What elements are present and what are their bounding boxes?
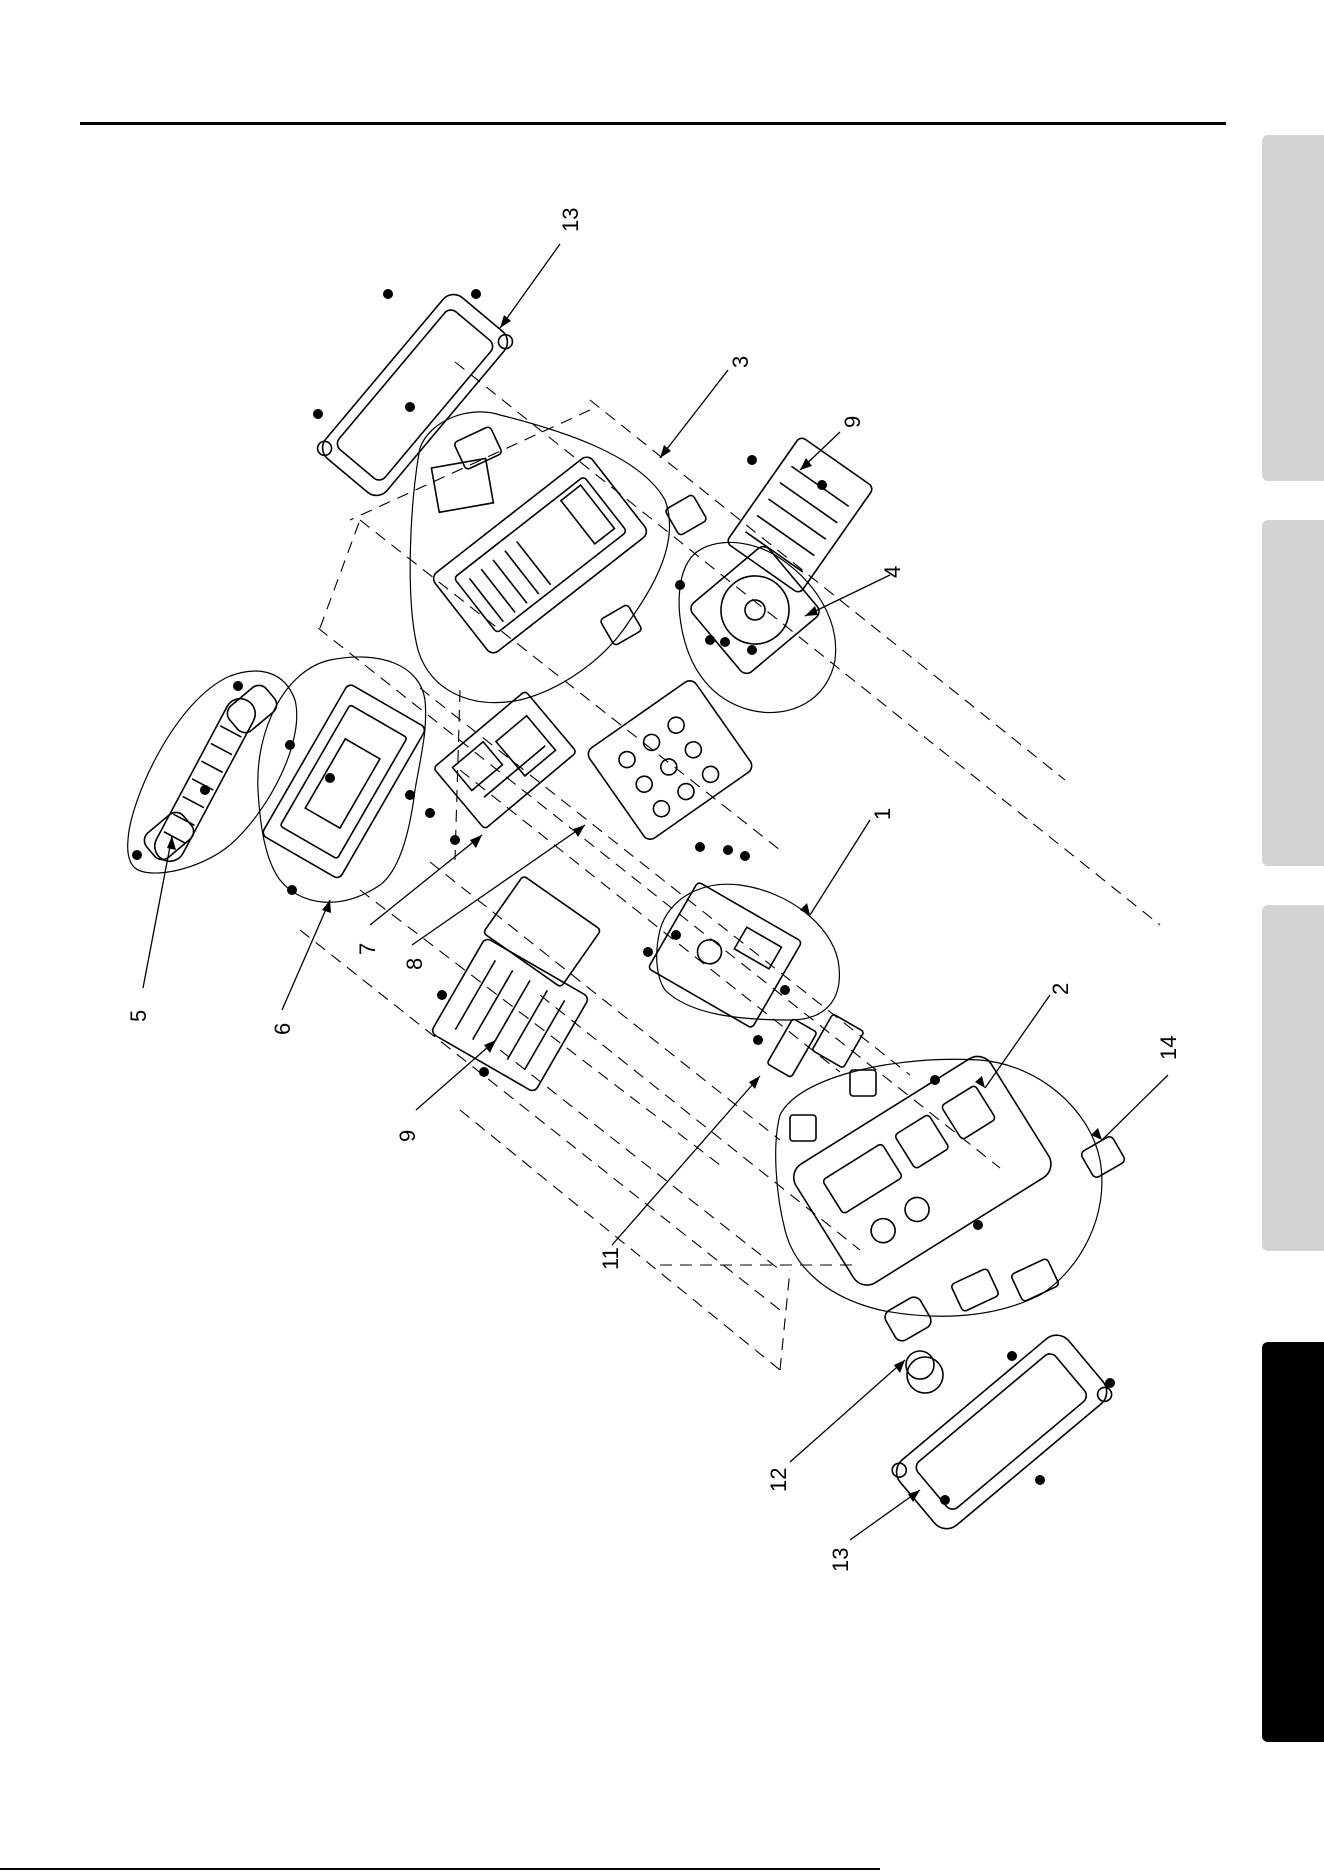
leader-lines <box>143 244 1168 1540</box>
part-5-handle <box>150 693 261 866</box>
callout-7: 7 <box>355 943 380 955</box>
alignment-lines <box>300 362 1160 1370</box>
part-9-grille-left <box>431 937 590 1092</box>
callout-6: 6 <box>270 1023 295 1035</box>
part-2-outlet-b <box>1011 1258 1060 1302</box>
callouts: 13 3 9 4 1 2 14 5 6 7 8 9 11 12 13 <box>126 208 1181 1572</box>
callout-14: 14 <box>1156 1036 1181 1060</box>
part-7-inverter-module <box>433 691 576 829</box>
part-14-foot <box>1080 1135 1126 1179</box>
part-3-bracket-b <box>600 604 643 646</box>
callout-13-bottom: 13 <box>828 1548 853 1572</box>
part-3-panel <box>431 458 493 512</box>
part-5-end-cap-a <box>223 681 280 736</box>
callout-13-top: 13 <box>558 208 583 232</box>
screws <box>132 289 1115 1505</box>
part-13-top-bumper <box>315 287 516 503</box>
part-2-front-housing <box>788 1050 1057 1291</box>
part-11-bracket <box>812 1014 864 1068</box>
callout-1: 1 <box>870 808 895 820</box>
callout-8: 8 <box>402 958 427 970</box>
callout-9-right: 9 <box>840 416 865 428</box>
part-1-circuit-board <box>648 882 802 1029</box>
part-3-housing <box>430 454 649 656</box>
callout-12: 12 <box>766 1468 791 1492</box>
part-13-bottom-bumper <box>889 1328 1114 1537</box>
callout-2: 2 <box>1048 983 1073 995</box>
callout-5: 5 <box>126 1010 151 1022</box>
part-3-bracket-a <box>665 494 708 536</box>
callout-9-left: 9 <box>395 1130 420 1142</box>
callout-11: 11 <box>598 1247 623 1270</box>
callout-3: 3 <box>728 356 753 368</box>
part-2-outlet-a <box>951 1268 1000 1312</box>
part-12-knob <box>882 1294 943 1393</box>
callout-4: 4 <box>880 566 905 578</box>
part-2-switch-b <box>850 1070 876 1096</box>
group-outlines <box>128 412 1102 1316</box>
part-2-switch-a <box>790 1115 816 1141</box>
